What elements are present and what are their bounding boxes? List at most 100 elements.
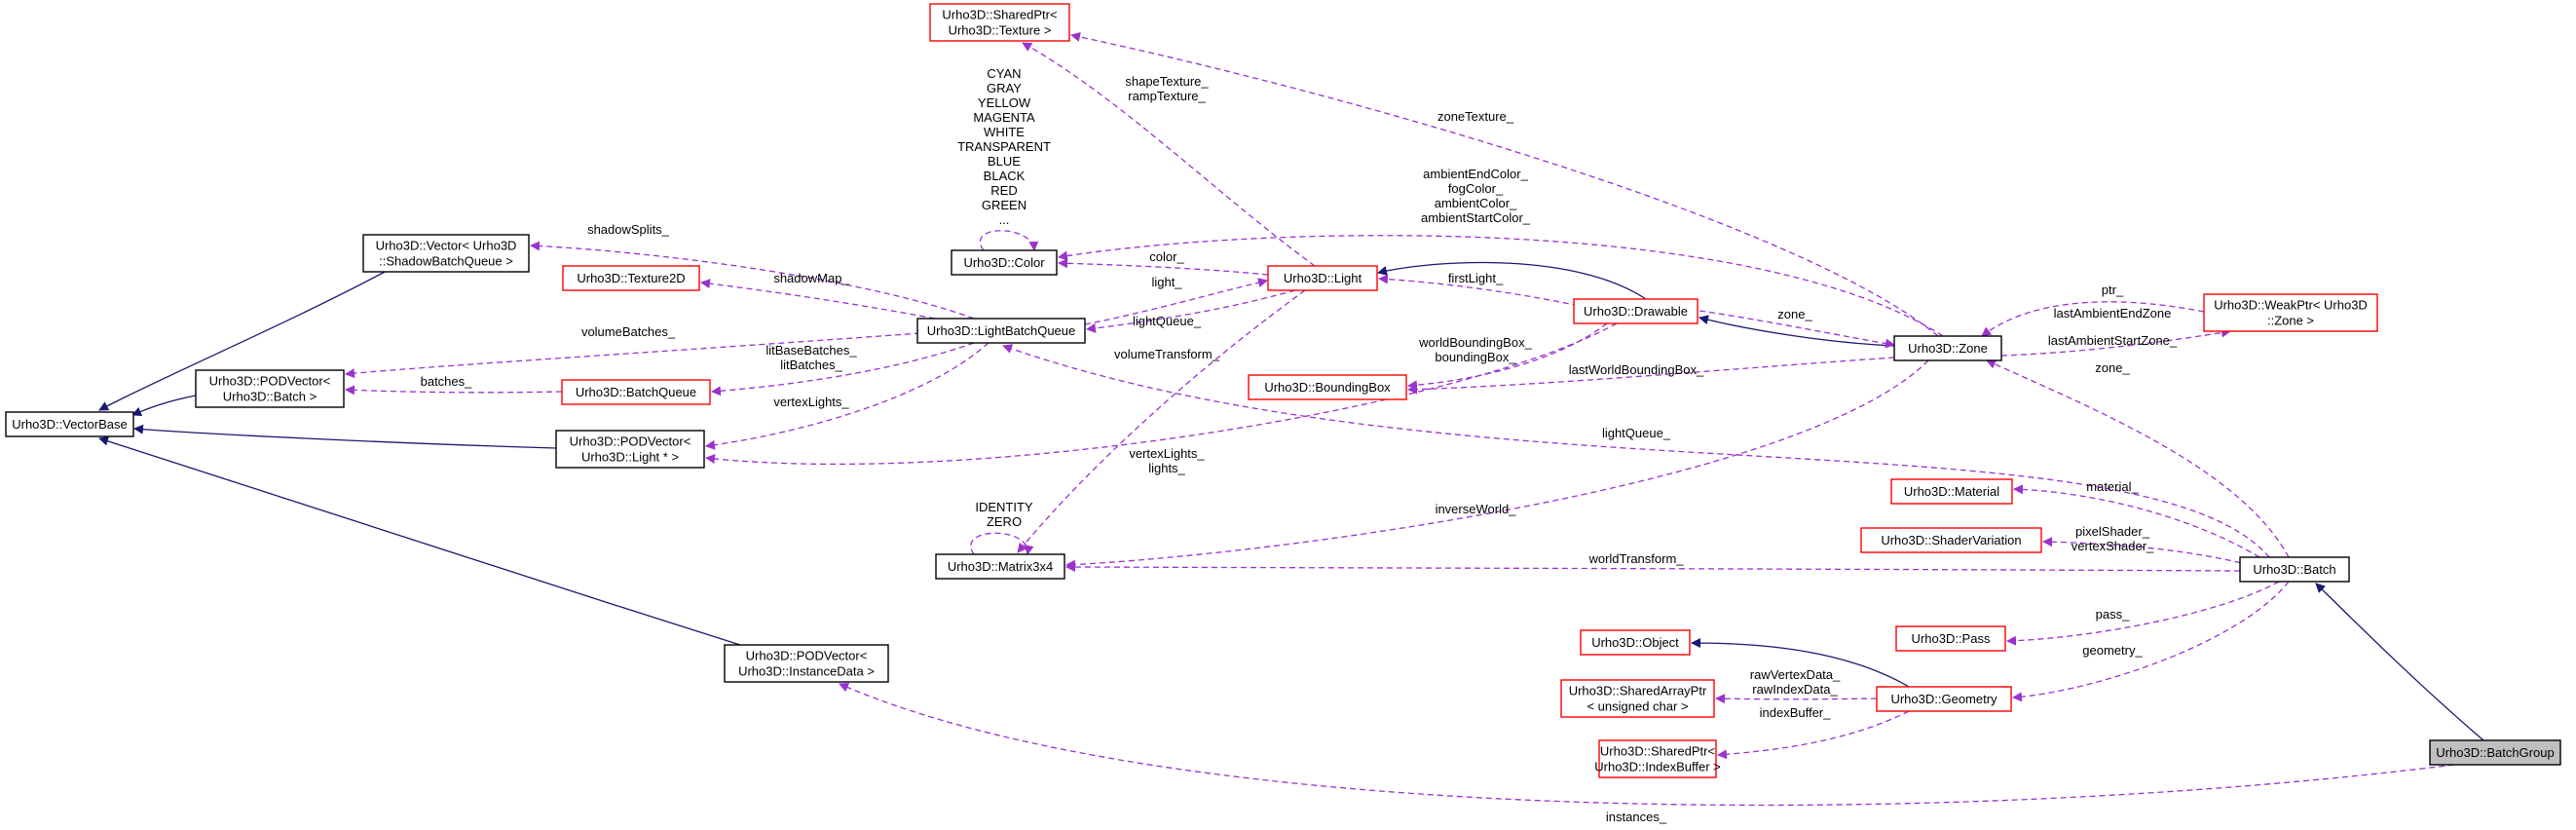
class-node-box [1598,739,1717,778]
edge-label-line: ambientColor_ [1435,196,1517,210]
class-node-shared-array[interactable]: Urho3D::SharedArrayPtr< unsigned char > [1560,679,1715,718]
class-node-box [195,369,345,408]
class-node-box [362,234,530,273]
class-node-zone[interactable]: Urho3D::Zone [1893,335,2002,361]
edge-label-light-queue-1: lightQueue_ [1133,314,1202,328]
class-node-light-batch-queue[interactable]: Urho3D::LightBatchQueue [916,318,1086,344]
class-node-label: Urho3D::PODVector< [570,434,691,449]
class-node-label: Urho3D::Vector< Urho3D [376,239,517,253]
edge-lbq-batchqueue [711,342,975,396]
edge-label-ptr-label: ptr_ [2102,283,2124,297]
class-node-label: Urho3D::Matrix3x4 [948,559,1053,574]
class-node-podvector-light[interactable]: Urho3D::PODVector<Urho3D::Light * > [555,430,705,469]
class-node-label: Urho3D::PODVector< [746,649,868,663]
class-node-box [2239,556,2350,583]
edge-lbq-light [1084,278,1268,325]
class-node-label: Urho3D::SharedPtr< [1600,744,1715,759]
class-node-box [929,3,1070,42]
edge-label-line: YELLOW [978,95,1031,110]
class-node-batch-group[interactable]: Urho3D::BatchGroup [2429,739,2561,766]
class-node-podvector-batch[interactable]: Urho3D::PODVector<Urho3D::Batch > [195,369,345,408]
class-node-weak-zone[interactable]: Urho3D::WeakPtr< Urho3D::Zone > [2203,293,2378,332]
edge-label-line: rampTexture_ [1128,89,1206,103]
class-node-batch-queue[interactable]: Urho3D::BatchQueue [561,379,711,405]
class-node-podvector-instance[interactable]: Urho3D::PODVector<Urho3D::InstanceData > [724,644,889,683]
edge-batch-zone [1986,359,2290,558]
class-node-shared-texture[interactable]: Urho3D::SharedPtr<Urho3D::Texture > [929,3,1070,42]
edge-label-line: zone_ [1777,307,1812,321]
edge-label-line: lastWorldBoundingBox_ [1569,362,1704,377]
edge-label-line: BLACK [984,169,1026,183]
edge-podlight-vectorbase [133,424,557,449]
edge-weakzone-zone [1981,301,2205,337]
edge-podinstance-vectorbase [98,435,741,646]
edge-label-line: volumeBatches_ [581,324,676,339]
edge-label-shaders: pixelShader_vertexShader_ [2072,524,2154,553]
edge-batchgroup-batch [2315,583,2484,741]
class-node-vector-base[interactable]: Urho3D::VectorBase [5,411,134,437]
class-node-matrix3x4[interactable]: Urho3D::Matrix3x4 [935,553,1065,580]
edge-lbq-podlight [705,342,989,450]
edge-label-line: batches_ [421,374,473,389]
edge-label-color-member: color_ [1149,249,1184,264]
edge-label-line: litBaseBatches_ [765,343,857,358]
class-node-batch[interactable]: Urho3D::Batch [2239,556,2350,583]
edge-label-line: zoneTexture_ [1437,109,1514,124]
edge-label-shape-texture: shapeTexture_rampTexture_ [1125,74,1209,103]
edge-label-line: MAGENTA [973,110,1035,125]
class-node-label: Urho3D::Drawable [1584,304,1688,319]
edge-label-inverse-world: inverseWorld_ [1436,502,1517,516]
class-node-color[interactable]: Urho3D::Color [951,249,1058,276]
class-node-label: Urho3D::Light * > [581,450,679,465]
edge-label-volume-batches: volumeBatches_ [581,324,676,339]
class-node-box [1267,265,1378,291]
class-node-drawable[interactable]: Urho3D::Drawable [1573,298,1699,324]
edge-label-line: ZERO [987,514,1022,529]
edge-label-line: TRANSPARENT [957,139,1051,154]
class-node-label: Urho3D::BatchQueue [576,385,696,399]
class-node-box [1860,527,2042,553]
class-node-light[interactable]: Urho3D::Light [1267,265,1378,291]
edge-light-matrix [1017,289,1306,553]
edge-label-line: fogColor_ [1448,181,1504,196]
edge-drawable-podlight [705,322,1618,466]
class-node-label: ::Zone > [2267,314,2314,328]
class-node-geometry[interactable]: Urho3D::Geometry [1876,686,2012,712]
class-node-label: Urho3D::BatchGroup [2436,745,2554,760]
edge-matrix-self [970,532,1034,555]
class-node-box [555,430,705,469]
edge-light-lbq [1086,289,1296,333]
class-node-texture2d[interactable]: Urho3D::Texture2D [562,265,700,291]
class-node-label: Urho3D::Batch > [223,390,317,404]
edge-label-line: lastAmbientStartZone_ [2048,333,2178,348]
class-node-box [1580,629,1691,656]
class-node-pass[interactable]: Urho3D::Pass [1895,625,2006,652]
edge-label-world-bounding-box: worldBoundingBox_boundingBox_ [1418,335,1532,364]
edge-label-line: zone_ [2095,360,2130,375]
edge-batch-pass [2006,581,2280,646]
edge-label-line: geometry_ [2082,643,2143,658]
edge-podbatch-vectorbase [131,395,197,417]
edge-label-line: volumeTransform_ [1114,347,1220,361]
edge-label-ambient-colors: ambientEndColor_fogColor_ambientColor_am… [1421,167,1531,225]
edge-label-index-buffer: indexBuffer_ [1760,705,1832,720]
class-node-box [561,379,711,405]
class-node-box [935,553,1065,580]
edge-label-line: shadowSplits_ [587,222,670,237]
edge-light-sharedtexture [1022,42,1316,267]
edge-label-line: litBatches_ [780,358,842,372]
class-node-vector-shadow[interactable]: Urho3D::Vector< Urho3D::ShadowBatchQueue… [362,234,530,273]
class-node-label: Urho3D::Batch [2253,562,2335,577]
class-node-bounding-box[interactable]: Urho3D::BoundingBox [1248,374,1407,400]
class-node-shader-variation[interactable]: Urho3D::ShaderVariation [1860,527,2042,553]
edge-label-line: RED [990,183,1017,198]
class-node-object[interactable]: Urho3D::Object [1580,629,1691,656]
class-node-material[interactable]: Urho3D::Material [1890,478,2013,505]
edge-label-line: CYAN [987,66,1021,81]
edge-label-geometry-member: geometry_ [2082,643,2143,658]
class-node-label: Urho3D::ShaderVariation [1881,533,2021,547]
edge-light-color [1058,258,1269,276]
class-node-shared-index[interactable]: Urho3D::SharedPtr<Urho3D::IndexBuffer > [1594,739,1721,778]
edge-label-zone-member-2: zone_ [2095,360,2130,375]
edge-color-self [980,230,1039,251]
